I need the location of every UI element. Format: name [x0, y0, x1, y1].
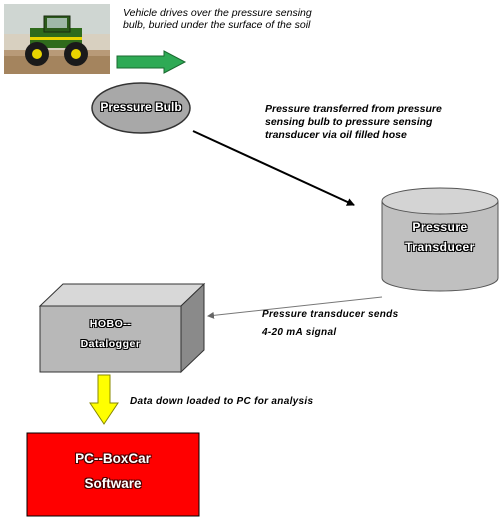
- transfer-note: Pressure transferred from pressure sensi…: [265, 103, 442, 141]
- hose-arrow: [192, 130, 355, 206]
- signal-note: Pressure transducer sends 4-20 mA signal: [262, 309, 399, 338]
- transducer-label: Pressure Transducer: [405, 220, 475, 254]
- signal-arrow: [207, 296, 383, 319]
- yellow-arrow-icon: [89, 374, 119, 425]
- datalogger-box: [38, 282, 206, 374]
- datalogger-label: HOBO-- Datalogger: [80, 318, 141, 350]
- vehicle-note: Vehicle drives over the pressure sensing…: [123, 7, 312, 31]
- pressure-bulb-shape: [91, 82, 191, 134]
- pressure-bulb-label: Pressure Bulb: [100, 100, 182, 114]
- software-box: [26, 432, 200, 517]
- software-label: PC--BoxCar Software: [75, 451, 151, 491]
- green-arrow-icon: [116, 50, 187, 74]
- transducer-cylinder: [381, 187, 499, 292]
- tractor-photo: [4, 4, 110, 74]
- download-note: Data down loaded to PC for analysis: [130, 396, 314, 407]
